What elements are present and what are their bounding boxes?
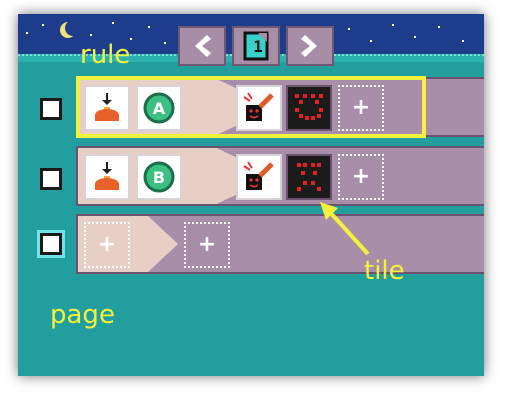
sensor-icon [95,162,119,190]
annotation-page: page [50,300,115,330]
star-icon [438,26,440,28]
star-icon [148,26,150,28]
star-icon [90,34,92,36]
page-icon [243,31,269,61]
paint-brush-icon [243,161,274,190]
svg-text:A: A [153,99,166,118]
annotation-arrow [320,202,370,256]
rule-row-3[interactable]: + + [76,214,484,274]
sad-face-tile-icon [297,163,321,191]
add-tile-button[interactable]: + [338,85,384,131]
plus-icon: + [351,164,371,189]
star-icon [392,24,394,26]
button-a-tile[interactable]: A [136,85,182,131]
sensor-tile[interactable] [84,85,130,131]
game-editor: 1 A [18,14,484,376]
plus-icon: + [97,232,117,257]
rule-row-1[interactable]: A [76,77,484,137]
page-indicator-button[interactable]: 1 [232,26,280,66]
button-a-icon: A [143,92,175,124]
add-tile-button[interactable]: + [338,154,384,200]
moon-icon [60,20,81,38]
annotation-rule: rule [80,40,131,70]
chevron-left-icon [195,35,211,57]
star-icon [462,40,464,42]
add-do-tile-button[interactable]: + [184,222,230,268]
rule-1-checkbox[interactable] [40,98,62,120]
plus-icon: + [197,232,217,257]
prev-page-button[interactable] [178,26,226,66]
annotation-tile: tile [364,256,405,286]
star-icon [164,42,166,44]
star-icon [414,36,416,38]
angry-face-tile[interactable] [286,85,332,131]
star-icon [26,32,28,34]
sensor-tile[interactable] [84,154,130,200]
svg-text:B: B [153,168,165,187]
star-icon [348,28,350,30]
star-icon [42,24,44,26]
plus-icon: + [351,95,371,120]
star-icon [370,40,372,42]
add-when-tile-button[interactable]: + [84,222,130,268]
star-icon [130,38,132,40]
button-b-icon: B [143,161,175,193]
rule-3-checkbox[interactable] [40,233,62,255]
angry-face-tile-icon [295,94,323,120]
sad-face-tile[interactable] [286,154,332,200]
paint-tile[interactable] [236,154,282,200]
page-number: 1 [253,37,263,56]
paint-brush-icon [243,92,274,121]
paint-tile[interactable] [236,85,282,131]
button-b-tile[interactable]: B [136,154,182,200]
rule-highlight-box [76,76,426,138]
next-page-button[interactable] [286,26,334,66]
sensor-icon [95,93,119,121]
chevron-right-icon [301,35,317,57]
star-icon [112,22,114,24]
rule-2-checkbox[interactable] [40,168,62,190]
rule-row-2[interactable]: B [76,146,484,206]
